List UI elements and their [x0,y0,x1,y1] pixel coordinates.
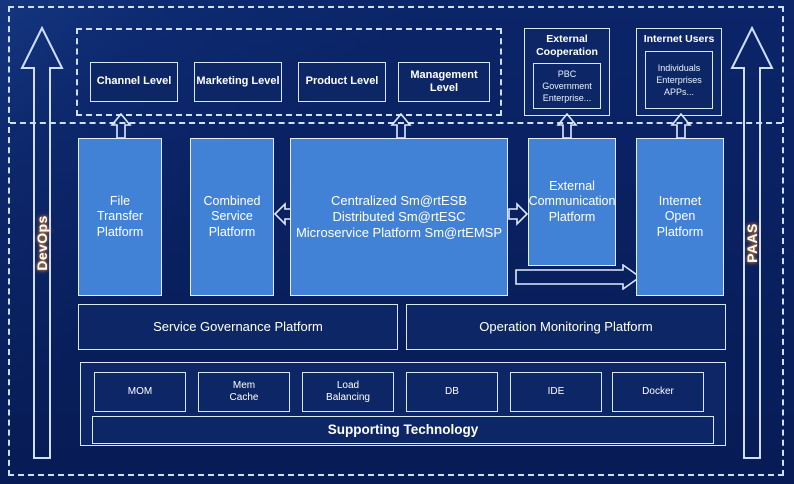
actor-inner-line: Enterprise... [542,93,592,104]
platform-line: Open [664,209,696,224]
actor-title: Internet Users [643,33,715,45]
up-arrow-icon [556,113,578,139]
supporting-technology-bar[interactable]: Supporting Technology [92,416,714,444]
level-label: Channel Level [96,75,172,88]
devops-arrow: DevOps [20,24,64,462]
level-box-channel[interactable]: Channel Level [90,62,178,102]
platform-line: Distributed Sm@rtESC [332,209,466,225]
tech-label: MOM [127,385,153,397]
business-levels-group [76,28,502,116]
platform-line: Platform [656,224,704,239]
platform-combined-service[interactable]: Combined Service Platform [190,138,274,296]
devops-arrow-label: DevOps [34,215,50,271]
tech-box-mom[interactable]: MOM [94,372,186,412]
level-label: Marketing Level [196,75,280,88]
tech-box-db[interactable]: DB [406,372,498,412]
governance-service-governance[interactable]: Service Governance Platform [78,304,398,350]
governance-label: Service Governance Platform [153,319,323,335]
tech-label: Mem [232,379,256,391]
platform-line: Microservice Platform Sm@rtEMSP [295,224,503,240]
paas-arrow: PAAS [730,24,774,462]
tech-label: Load [336,379,360,391]
actor-inner-internet: Individuals Enterprises APPs... [645,51,713,109]
platform-line: Platform [96,224,144,239]
platform-internet-open[interactable]: Internet Open Platform [636,138,724,296]
platform-line: Platform [208,224,256,239]
long-right-arrow-icon [515,264,641,290]
governance-operation-monitoring[interactable]: Operation Monitoring Platform [406,304,726,350]
tech-box-ide[interactable]: IDE [510,372,602,412]
tech-box-docker[interactable]: Docker [612,372,704,412]
tech-label: Docker [642,385,674,397]
platform-line: Communication [528,194,616,209]
up-arrow-icon [390,113,412,139]
platform-line: Transfer [96,209,144,224]
level-box-marketing[interactable]: Marketing Level [194,62,282,102]
actor-inner-line: Enterprises [656,74,702,85]
platform-line: Platform [548,209,596,224]
level-box-product[interactable]: Product Level [298,62,386,102]
level-label: Management Level [410,68,478,94]
actor-inner-external: PBC Government Enterprise... [533,63,601,109]
actor-panel-internet-users[interactable]: Internet Users Individuals Enterprises A… [636,28,722,116]
actor-title: External Cooperation [536,33,598,58]
supporting-technology-label: Supporting Technology [327,421,479,437]
platform-line: Internet [658,194,702,209]
tech-label: DB [445,385,459,397]
tech-label: Cache [229,392,259,403]
platform-line: Service [211,209,253,224]
tech-box-mem-cache[interactable]: Mem Cache [198,372,290,412]
platform-file-transfer[interactable]: File Transfer Platform [78,138,162,296]
platform-esb-center[interactable]: Centralized Sm@rtESB Distributed Sm@rtES… [290,138,508,296]
platform-line: Centralized Sm@rtESB [330,193,468,209]
tech-label: IDE [547,385,565,397]
platform-line: Combined [203,194,261,209]
governance-label: Operation Monitoring Platform [479,319,653,335]
platform-line: File [109,194,131,209]
outer-dashed-frame [8,6,784,476]
level-label: Product Level [305,75,379,88]
up-arrow-icon [670,113,692,139]
actor-panel-external-cooperation[interactable]: External Cooperation PBC Government Ente… [524,28,610,116]
actor-inner-line: PBC Government [542,68,592,91]
mid-dashed-separator [10,122,782,124]
level-box-management[interactable]: Management Level [398,62,490,102]
paas-arrow-label: PAAS [744,223,760,263]
actor-inner-line: Individuals [657,62,701,73]
platform-external-communication[interactable]: External Communication Platform [528,138,616,266]
up-arrow-icon [110,113,132,139]
tech-label: Balancing [326,392,370,403]
platform-line: External [549,179,595,194]
right-arrow-icon [508,202,528,226]
tech-box-load-balancing[interactable]: Load Balancing [302,372,394,412]
actor-inner-line: APPs... [663,87,694,98]
